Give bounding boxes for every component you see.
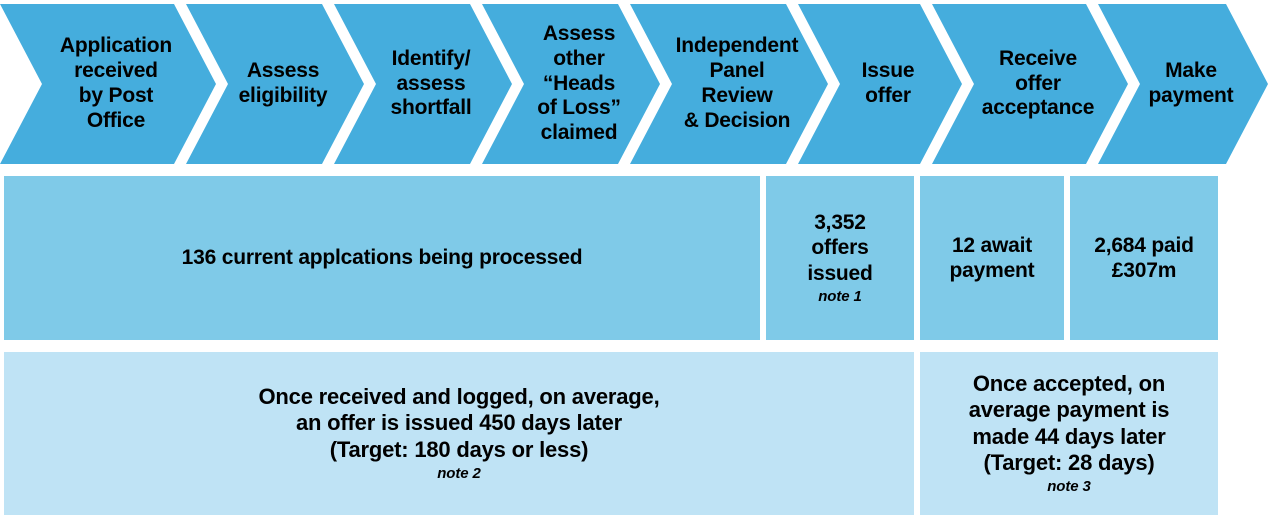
status-cell-text: 136 current applcations being processed <box>181 246 583 270</box>
process-step-label: Assess eligibility <box>238 59 328 107</box>
timing-cell-text: Once received and logged, on average, an… <box>258 383 660 462</box>
process-step-label: Issue offer <box>861 59 915 107</box>
status-cell-paid-total: 2,684 paid £307m <box>1070 176 1218 340</box>
status-cell-offers-issued: 3,352 offers issued note 1 <box>766 176 914 340</box>
timing-cell-text: Once accepted, on average payment is mad… <box>968 370 1170 475</box>
process-flow-chevrons: Application received by Post Office Asse… <box>0 4 1271 164</box>
status-cell-current-applications: 136 current applcations being processed <box>4 176 760 340</box>
process-step-label: Application received by Post Office <box>59 34 173 132</box>
process-step-application-received[interactable]: Application received by Post Office <box>0 4 216 164</box>
process-step-independent-panel-review[interactable]: Independent Panel Review & Decision <box>630 4 828 164</box>
timing-cell-offer-issued-average: Once received and logged, on average, an… <box>4 352 914 515</box>
process-step-label: Receive offer acceptance <box>981 46 1095 120</box>
process-step-label: Make payment <box>1148 59 1234 107</box>
process-step-identify-assess-shortfall[interactable]: Identify/ assess shortfall <box>334 4 512 164</box>
status-cell-text: 2,684 paid £307m <box>1094 233 1194 282</box>
timing-cell-note: note 3 <box>1047 478 1091 496</box>
process-step-label: Identify/ assess shortfall <box>390 46 472 120</box>
status-cell-await-payment: 12 await payment <box>920 176 1064 340</box>
timing-cell-payment-made-average: Once accepted, on average payment is mad… <box>920 352 1218 515</box>
process-step-label: Independent Panel Review & Decision <box>675 34 799 132</box>
timing-cell-note: note 2 <box>437 465 481 483</box>
status-cell-text: 12 await payment <box>949 233 1035 282</box>
status-cell-text: 3,352 offers issued <box>807 211 873 285</box>
status-cell-note: note 1 <box>818 287 862 305</box>
process-step-label: Assess other “Heads of Loss” claimed <box>537 22 621 145</box>
